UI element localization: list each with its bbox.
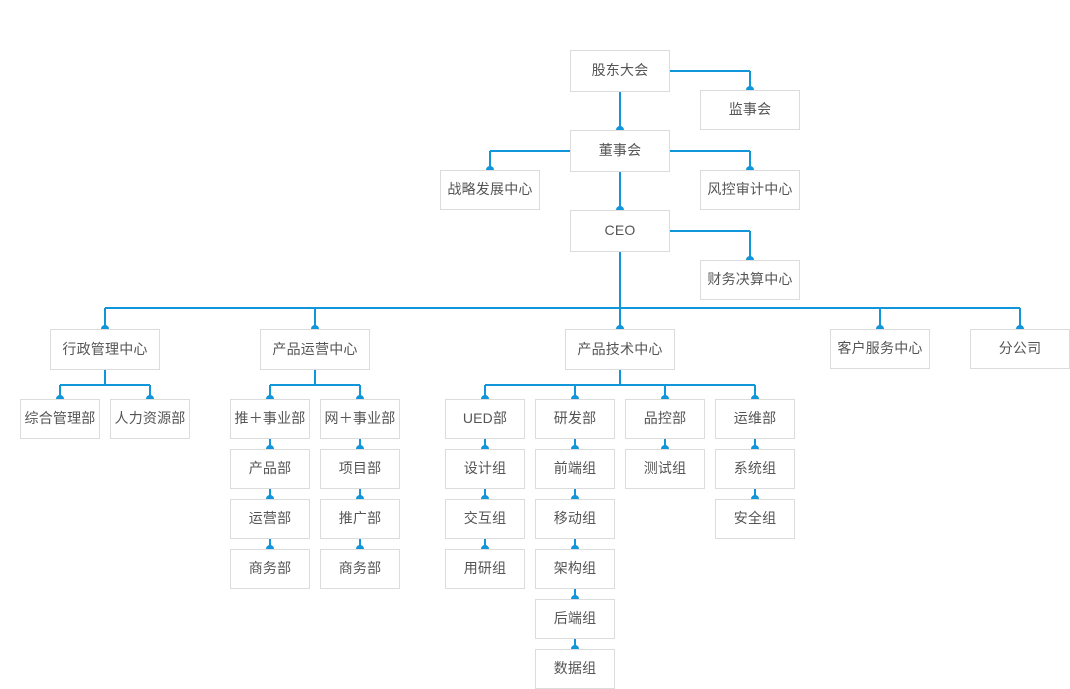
org-node-product_dept[interactable]: 产品部 [230,449,310,489]
org-node-biz_dept_2[interactable]: 商务部 [320,549,400,589]
org-node-tui_bu[interactable]: 推＋事业部 [230,399,310,439]
org-node-design_team[interactable]: 设计组 [445,449,525,489]
org-node-prodops[interactable]: 产品运营中心 [260,329,370,370]
org-node-general_mgmt[interactable]: 综合管理部 [20,399,100,439]
org-node-frontend[interactable]: 前端组 [535,449,615,489]
org-node-research_team[interactable]: 用研组 [445,549,525,589]
org-node-finance[interactable]: 财务决算中心 [700,260,800,300]
org-node-rnd[interactable]: 研发部 [535,399,615,439]
org-node-project_dept[interactable]: 项目部 [320,449,400,489]
org-node-backend[interactable]: 后端组 [535,599,615,639]
org-node-customer[interactable]: 客户服务中心 [830,329,930,369]
org-node-hr[interactable]: 人力资源部 [110,399,190,439]
org-node-architecture[interactable]: 架构组 [535,549,615,589]
org-node-shareholders[interactable]: 股东大会 [570,50,670,92]
org-node-ops_tech[interactable]: 运维部 [715,399,795,439]
org-node-qa_dept[interactable]: 品控部 [625,399,705,439]
org-node-ued[interactable]: UED部 [445,399,525,439]
org-node-strategy[interactable]: 战略发展中心 [440,170,540,210]
org-node-ceo[interactable]: CEO [570,210,670,252]
org-node-prodtech[interactable]: 产品技术中心 [565,329,675,370]
org-node-system_team[interactable]: 系统组 [715,449,795,489]
org-node-ops_dept[interactable]: 运营部 [230,499,310,539]
org-node-promo_dept[interactable]: 推广部 [320,499,400,539]
org-node-riskaudit[interactable]: 风控审计中心 [700,170,800,210]
org-node-supervisory[interactable]: 监事会 [700,90,800,130]
org-node-biz_dept_1[interactable]: 商务部 [230,549,310,589]
org-node-interaction[interactable]: 交互组 [445,499,525,539]
org-node-mobile[interactable]: 移动组 [535,499,615,539]
org-node-test_team[interactable]: 测试组 [625,449,705,489]
org-node-branch[interactable]: 分公司 [970,329,1070,369]
org-node-data_team[interactable]: 数据组 [535,649,615,689]
org-node-wang_bu[interactable]: 网＋事业部 [320,399,400,439]
org-node-admin[interactable]: 行政管理中心 [50,329,160,370]
org-node-board[interactable]: 董事会 [570,130,670,172]
org-node-security_team[interactable]: 安全组 [715,499,795,539]
